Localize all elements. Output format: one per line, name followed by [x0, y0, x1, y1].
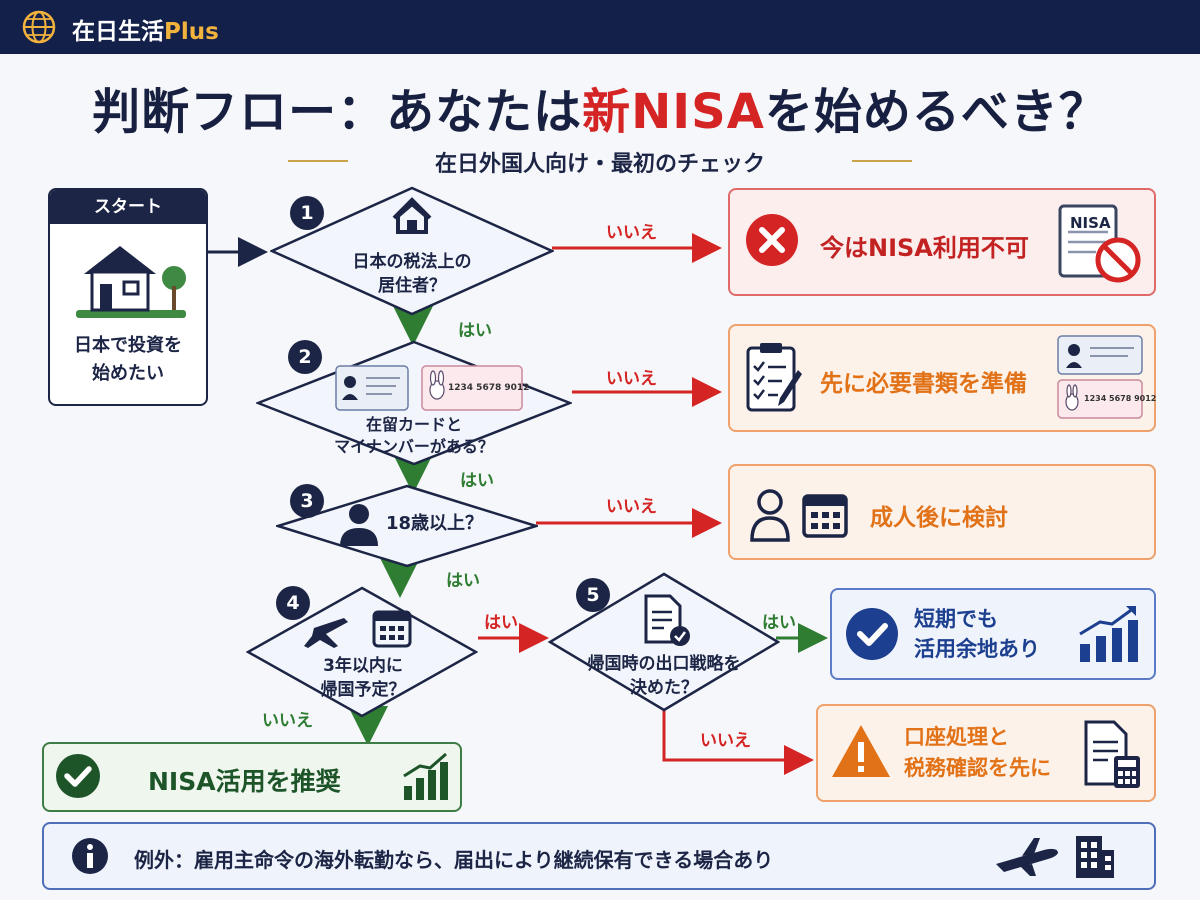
title-after: を始めるべき？: [764, 84, 1108, 140]
result-account-tax: 口座処理と 税務確認を先に: [816, 704, 1156, 802]
info-icon: [72, 838, 108, 874]
account-tax-line2: 税務確認を先に: [904, 756, 1051, 780]
start-box: スタート 日本で投資を 始めたい: [48, 188, 208, 406]
start-text-line1: 日本で投資を: [74, 335, 182, 356]
header-bar: 在日生活Plus: [0, 0, 1200, 54]
step-number-2: 2: [288, 340, 322, 374]
label-q4-no: いいえ: [262, 711, 313, 731]
exception-note-text: 例外：雇用主命令の海外転勤なら、届出により継続保有できる場合あり: [134, 848, 774, 872]
q5-line1: 帰国時の出口戦略を: [587, 654, 741, 674]
q2-line2: マイナンバーがある？: [334, 437, 494, 456]
decision-q3: [276, 484, 538, 568]
account-tax-text: 口座処理と 税務確認を先に: [904, 722, 1051, 784]
label-q2-yes: はい: [460, 471, 494, 491]
decision-q1: [270, 186, 554, 316]
label-q4-yes: はい: [484, 613, 518, 633]
growth-chart-icon: [1079, 606, 1138, 662]
decision-q2: [256, 340, 572, 466]
globe-icon: [22, 10, 56, 44]
home-icon: [392, 197, 432, 220]
subtitle-divider-left: [288, 160, 348, 162]
short-term-line2: 活用余地あり: [914, 637, 1040, 661]
warning-icon: [832, 725, 890, 777]
arrow-q5-no: [662, 708, 814, 775]
person-calendar-icon: [750, 489, 848, 542]
title-before: 判断フロー：あなたは: [92, 84, 583, 140]
result-after-adult: 成人後に検討: [728, 464, 1156, 560]
office-building-icon: [1076, 836, 1114, 878]
person-icon: [340, 504, 378, 546]
page-title: 判断フロー：あなたは新NISAを始めるべき？: [0, 72, 1200, 142]
brand-name: 在日生活Plus: [72, 12, 219, 46]
growth-chart-icon: [403, 752, 448, 800]
not-eligible-text: 今はNISA利用不可: [820, 234, 1029, 262]
prepare-card-number: 1234 5678 9012: [1084, 394, 1157, 403]
q2-text: 在留カードと マイナンバーがある？: [306, 414, 522, 458]
id-cards-icon: [1057, 335, 1143, 419]
check-circle-icon: [846, 608, 898, 660]
step-number-3: 3: [290, 484, 324, 518]
label-q2-no: いいえ: [606, 369, 657, 389]
q3-text: 18歳以上？: [386, 513, 484, 534]
q4-line2: 帰国予定？: [320, 680, 406, 700]
document-calculator-icon: [1084, 720, 1140, 788]
mynumber-card-number: 1234 5678 9012: [448, 383, 530, 393]
result-recommend: NISA活用を推奨: [42, 742, 462, 812]
step-number-1: 1: [290, 196, 324, 230]
result-not-eligible: 今はNISA利用不可 NISA: [728, 188, 1156, 296]
result-prepare-docs: 先に必要書類を準備 1234 5678 9012: [728, 324, 1156, 432]
label-q5-no: いいえ: [700, 731, 751, 751]
label-q3-no: いいえ: [606, 497, 657, 517]
decision-q4: [246, 586, 478, 718]
label-q1-yes: はい: [458, 321, 492, 341]
result-short-term: 短期でも 活用余地あり: [830, 588, 1156, 680]
q1-line2: 居住者？: [378, 276, 446, 296]
decision-q5: [548, 572, 780, 712]
document-check-icon: [644, 594, 690, 646]
check-circle-icon: [56, 754, 100, 798]
nisa-doc-label: NISA: [1070, 214, 1111, 232]
brand-main: 在日生活: [72, 19, 164, 45]
brand-accent: Plus: [164, 19, 219, 45]
q1-line1: 日本の税法上の: [352, 252, 472, 272]
clipboard-icon: [746, 343, 802, 412]
prepare-docs-text: 先に必要書類を準備: [820, 371, 1027, 397]
airplane-icon: [996, 838, 1058, 876]
step-number-5: 5: [576, 578, 610, 612]
subtitle-divider-right: [852, 160, 912, 162]
exception-note: 例外：雇用主命令の海外転勤なら、届出により継続保有できる場合あり: [42, 822, 1156, 890]
title-highlight: 新NISA: [582, 84, 765, 140]
q2-line1: 在留カードと: [365, 415, 462, 434]
q5-text: 帰国時の出口戦略を 決めた？: [568, 652, 760, 700]
x-circle-icon: [746, 214, 798, 266]
residence-card-icon: [335, 365, 409, 411]
q4-line1: 3年以内に: [323, 656, 403, 676]
q1-text: 日本の税法上の 居住者？: [330, 250, 494, 298]
recommend-text: NISA活用を推奨: [148, 767, 341, 796]
airplane-icon: [304, 618, 348, 648]
mynumber-card-icon: [421, 365, 523, 411]
label-q5-yes: はい: [762, 613, 796, 633]
label-q1-no: いいえ: [606, 223, 657, 243]
start-label: スタート: [50, 190, 206, 224]
start-text-line2: 始めたい: [92, 363, 164, 384]
short-term-line1: 短期でも: [914, 607, 998, 631]
start-text: 日本で投資を 始めたい: [50, 332, 206, 388]
after-adult-text: 成人後に検討: [870, 505, 1008, 531]
subtitle: 在日外国人向け・最初のチェック: [434, 152, 765, 177]
calendar-icon: [372, 610, 412, 648]
q4-text: 3年以内に 帰国予定？: [300, 654, 426, 702]
label-q3-yes: はい: [446, 571, 480, 591]
short-term-text: 短期でも 活用余地あり: [914, 604, 1040, 664]
house-icon: [76, 246, 186, 318]
step-number-4: 4: [276, 586, 310, 620]
nisa-prohibited-icon: [1058, 204, 1141, 283]
q5-line2: 決めた？: [630, 678, 698, 698]
account-tax-line1: 口座処理と: [904, 725, 1009, 749]
